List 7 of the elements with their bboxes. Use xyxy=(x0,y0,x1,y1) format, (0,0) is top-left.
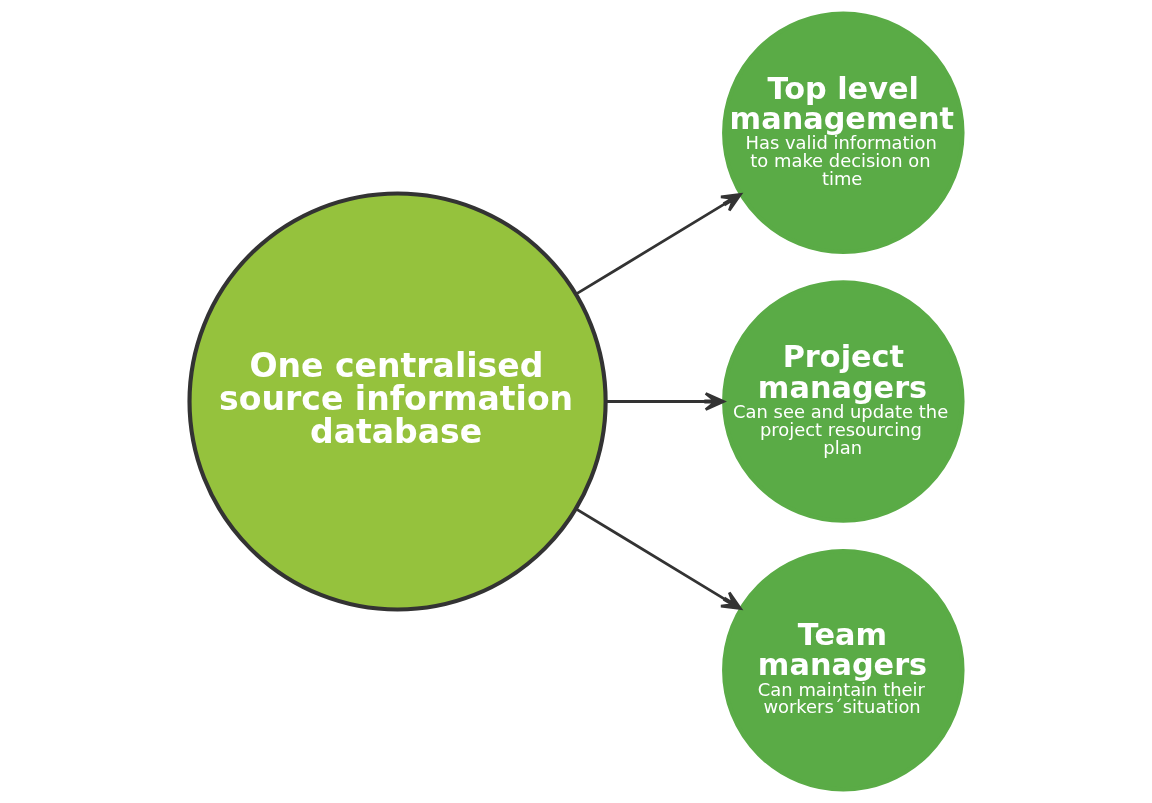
node-circle: Team managers Can maintain their workers´situation xyxy=(722,548,965,792)
node-circle: One centralised source information database xyxy=(187,191,608,612)
node-circle: Project managers Can see and update the project resourcing plan xyxy=(722,280,965,523)
arrow xyxy=(575,193,742,296)
node-circle: Top level management Has valid information to make decision on time xyxy=(722,11,965,255)
arrow xyxy=(606,392,725,411)
arrow xyxy=(575,507,742,610)
